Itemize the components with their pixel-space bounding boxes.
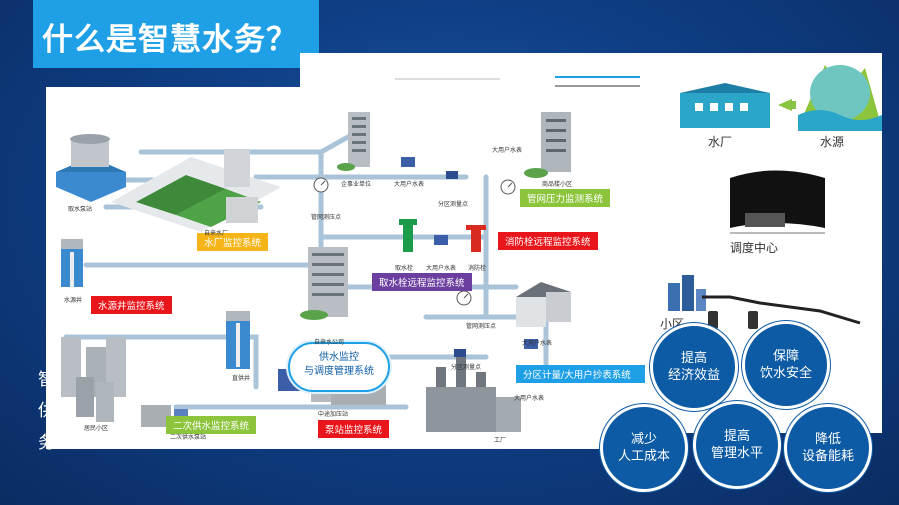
label-intake: 取水泵站 [68,206,93,213]
water-company-icon [300,247,348,320]
label-bigmeter-3: 大用户水表 [522,340,553,347]
label-pipe-point-2: 管网测压点 [466,323,497,330]
system-diagram-panel: 供水监控 与调度管理系统 管网压力监测系统 水厂监控系统 消防栓远程监控系统 取… [46,87,660,449]
meter-icon-4 [524,339,538,349]
benefit-safety: 保障 饮水安全 [742,321,830,409]
office-tower-icon [337,112,370,171]
water-well-icon [61,239,83,287]
benefit-management: 提高 管理水平 [693,401,781,489]
meter-icon-3 [434,235,448,245]
residential-buildings-icon [61,337,126,422]
water-plant-icon [680,83,770,128]
tag-secondary-supply: 二次供水监控系统 [166,416,257,434]
label-bigmeter-4: 大用户水表 [514,395,545,402]
label-factory: 工厂 [494,437,507,444]
factory-icon [426,357,521,432]
label-company: 自来水公司 [314,339,345,346]
residential-tower-icon [524,112,571,178]
label-office: 企事业单位 [341,181,372,188]
benefit-labor-line-2: 人工成本 [617,449,670,464]
benefit-economic: 提高 经济效益 [650,323,738,411]
benefit-safety-line-1: 保障 [772,349,799,364]
tag-well-monitoring: 水源井监控系统 [91,296,172,314]
right-illustration [395,65,882,329]
label-water-source: 水源 [820,135,845,149]
benefit-economic-line-2: 经济效益 [667,368,720,383]
hydrant-green-icon [399,219,417,252]
label-pump-station: 中途加压站 [318,411,349,418]
label-water-plant: 水厂 [708,135,733,149]
label-well: 水源井 [64,297,83,304]
tag-hydrant-monitoring: 取水栓远程监控系统 [372,273,472,291]
pressure-gauge-2 [500,179,516,195]
benefit-energy-line-1: 降低 [814,432,841,447]
label-pipe-point-1: 管网测压点 [311,214,342,221]
label-bigmeter-1: 大用户水表 [394,181,425,188]
tag-fire-hydrant-monitoring: 消防栓远程监控系统 [498,232,598,250]
label-plant: 自来水厂 [204,230,229,237]
label-secondary-station: 二次供水泵站 [170,434,207,441]
benefit-management-line-1: 提高 [723,429,750,444]
fire-hydrant-icon [466,225,486,252]
benefit-labor-line-1: 减少 [630,432,657,447]
benefit-energy-line-2: 设备能耗 [801,449,854,464]
pressure-gauge-3 [456,290,472,306]
tag-zone-metering: 分区计量/大用户抄表系统 [516,365,645,383]
label-residential-2: 居民小区 [84,425,109,432]
system-diagram [56,112,571,432]
label-zone-point-2: 分区测量点 [451,364,482,371]
community-icon [668,275,706,311]
tag-pressure-monitoring: 管网压力监测系统 [520,189,611,207]
label-bigmeter-top: 大用户水表 [492,147,523,154]
dispatch-center-icon [730,170,825,234]
intake-station-icon [56,134,126,202]
label-hydrant-a: 取水栓 [395,265,414,272]
benefit-safety-line-2: 饮水安全 [759,366,812,381]
tag-water-plant-monitoring: 水厂监控系统 [197,233,269,251]
deep-well-icon [226,311,250,369]
meter-icon-1 [401,157,415,167]
cloud-line-2: 与调度管理系统 [304,366,374,377]
benefit-economic-line-1: 提高 [680,351,707,366]
pressure-gauge-1 [313,177,329,193]
label-zone-point-1: 分区测量点 [438,201,469,208]
dispatch-cloud: 供水监控 与调度管理系统 [288,342,390,392]
page-title: 什么是智慧水务？ [42,22,298,58]
benefit-labor: 减少 人工成本 [600,404,688,492]
tag-pump-station: 泵站监控系统 [318,420,390,438]
water-plant-diagram-icon [111,149,281,232]
label-deep-well: 直供井 [232,375,251,382]
house-icon [516,282,571,327]
benefit-energy: 降低 设备能耗 [784,404,872,492]
cloud-line-1: 供水监控 [319,352,359,363]
label-bigmeter-2: 大用户水表 [426,265,457,272]
label-dispatch-center: 调度中心 [730,241,779,255]
meter-icon-5 [454,349,466,357]
water-source-icon [798,65,882,131]
label-hydrant-b: 消防栓 [468,265,487,272]
label-residential: 商品楼小区 [542,181,573,188]
title-banner [33,0,319,68]
meter-icon-2 [446,171,458,179]
benefit-management-line-2: 管理水平 [710,446,763,461]
